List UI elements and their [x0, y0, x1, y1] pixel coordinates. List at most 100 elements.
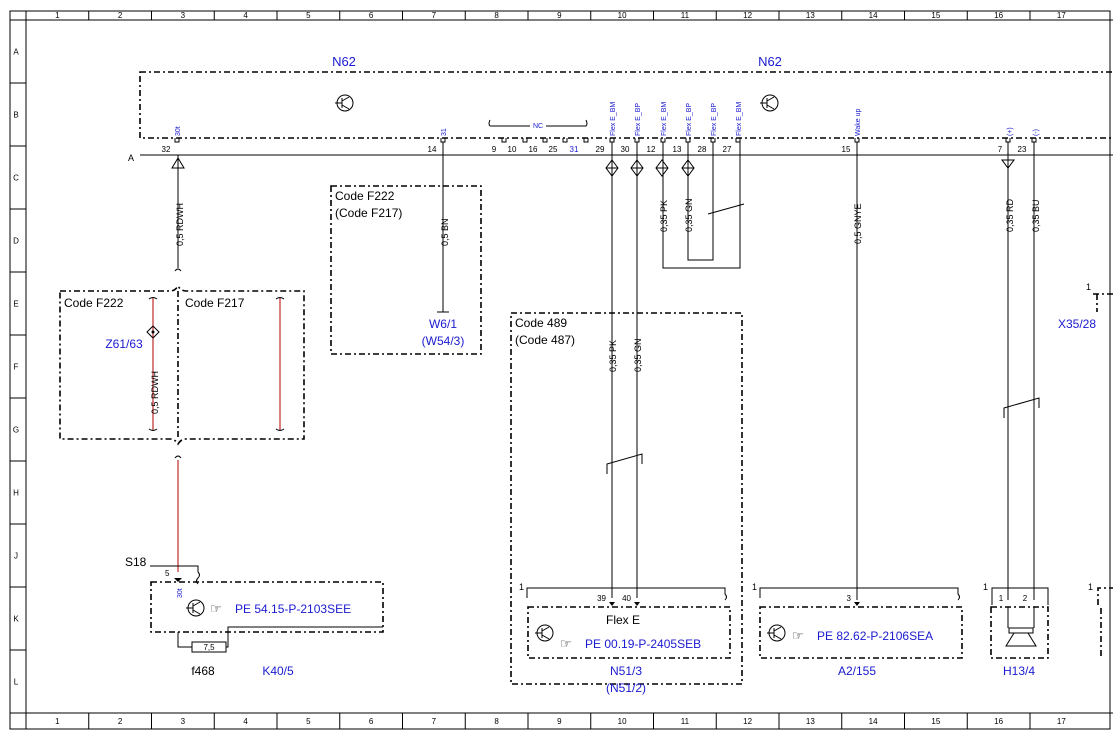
pin-number: 10 — [508, 145, 517, 154]
twisted-pair-icon — [1003, 397, 1040, 418]
grid-column-label: 5 — [306, 11, 311, 20]
connector-label: A — [128, 153, 134, 163]
pin-number: 1 — [519, 582, 524, 592]
grid-column-label: 12 — [743, 11, 752, 20]
grid-row-label: J — [14, 552, 18, 561]
pin-number: 16 — [529, 145, 538, 154]
pin-label: Wake up — [855, 109, 862, 136]
k40-pe-link[interactable]: PE 54.15-P-2103SEE — [235, 602, 351, 616]
pin-number: 31 — [570, 145, 579, 154]
pin-number: 1 — [1086, 282, 1091, 292]
pin-arrow-icon — [854, 602, 860, 606]
flex-e-label: Flex E — [606, 613, 640, 627]
code-group-box — [59, 284, 305, 446]
nc-bracket — [488, 119, 588, 127]
pin-label: Flex E_BM — [661, 102, 668, 136]
transistor-icon — [535, 624, 554, 642]
grid-row-label: L — [14, 678, 19, 687]
code-label: Code F217 — [185, 296, 245, 310]
pin-number: 39 — [597, 594, 606, 603]
wire-label: 0,35 GN — [684, 198, 694, 232]
grid-column-label: 14 — [869, 717, 878, 726]
transistor-icon — [186, 599, 205, 617]
grid-column-label: 10 — [618, 717, 627, 726]
pin-number: 1 — [983, 582, 988, 592]
module-name-left[interactable]: N62 — [332, 54, 356, 69]
module-name-right[interactable]: N62 — [758, 54, 782, 69]
component-h13[interactable]: H13/4 — [1003, 664, 1035, 678]
component-k40[interactable]: K40/5 — [262, 664, 294, 678]
grid-column-label: 3 — [181, 717, 186, 726]
pin-number: 14 — [428, 145, 437, 154]
n51-pe-link[interactable]: PE 00.19-P-2405SEB — [585, 637, 701, 651]
pin-number: 30 — [621, 145, 630, 154]
pin-number: 3 — [847, 594, 852, 603]
pin-number: 15 — [842, 145, 851, 154]
pin-number: 27 — [723, 145, 732, 154]
n51-connector-line — [526, 587, 727, 601]
component-a2[interactable]: A2/155 — [838, 664, 876, 678]
grid-column-label: 15 — [931, 717, 940, 726]
code-label: Code 489 — [515, 316, 567, 330]
wire-label: 0,35 BU — [1031, 199, 1041, 232]
pin-number: 28 — [698, 145, 707, 154]
pointing-hand-icon: ☞ — [792, 628, 804, 643]
pin-label: (-) — [1033, 129, 1040, 136]
grid-column-label: 2 — [118, 717, 123, 726]
wire-label: 0,5 RDWH — [150, 371, 160, 414]
pin-arrow-icon — [174, 578, 182, 582]
pin-arrow-icon — [609, 602, 640, 606]
pin-number: 25 — [549, 145, 558, 154]
component-x35[interactable]: X35/28 — [1058, 317, 1096, 331]
pin-number: 40 — [622, 594, 631, 603]
grid-column-label: 6 — [369, 717, 374, 726]
pin-label: Flex E_BP — [711, 103, 718, 136]
a2-pe-link[interactable]: PE 82.62-P-2106SEA — [817, 629, 933, 643]
pin-label: NC — [533, 123, 543, 130]
component-n51[interactable]: N51/3 — [610, 664, 642, 678]
grid-row-label: K — [13, 615, 19, 624]
grid-column-label: 12 — [743, 717, 752, 726]
code-box-489 — [510, 312, 743, 685]
wire-gn-loop — [687, 142, 714, 261]
grid-row-label: G — [13, 426, 19, 435]
fuse-wires — [177, 626, 383, 648]
pin-label: Flex E_BM — [736, 102, 743, 136]
pin-number: 29 — [596, 145, 605, 154]
grid-row-label: D — [13, 237, 19, 246]
wire-label: 0,35 RD — [1005, 198, 1015, 232]
grid-column-label: 16 — [994, 11, 1003, 20]
pin-label: 31 — [441, 128, 448, 136]
speaker-icon — [1005, 607, 1037, 647]
code-label: Code F222 — [64, 296, 124, 310]
grid-column-label: 17 — [1057, 717, 1066, 726]
wire-label: 0,5 BN — [440, 218, 450, 246]
pin-number: 1 — [1088, 582, 1093, 592]
transistor-icon — [767, 624, 786, 642]
splice-icon — [146, 325, 160, 339]
grid-column-label: 9 — [557, 717, 562, 726]
grid-column-label: 17 — [1057, 11, 1066, 20]
component-s18[interactable]: S18 — [125, 555, 147, 569]
grid-row-label: H — [13, 489, 19, 498]
grid-row-label: A — [13, 48, 19, 57]
grid-column-label: 15 — [931, 11, 940, 20]
pin-label: 30t — [175, 126, 182, 136]
pin-number: 7 — [998, 145, 1003, 154]
grid-column-label: 13 — [806, 717, 815, 726]
grid-column-label: 4 — [243, 717, 248, 726]
grid-column-label: 9 — [557, 11, 562, 20]
wire-label: 0,35 GN — [633, 338, 643, 372]
grid-columns: 1122334455667788991010111112121313141415… — [55, 11, 1066, 729]
fuse-label: 7,5 — [203, 643, 215, 652]
grid-column-label: 16 — [994, 717, 1003, 726]
grid-column-label: 8 — [494, 11, 499, 20]
component-w54[interactable]: (W54/3) — [422, 334, 465, 348]
pin-number: 23 — [1018, 145, 1027, 154]
component-w6[interactable]: W6/1 — [429, 317, 457, 331]
component-n51b[interactable]: (N51/2) — [606, 681, 646, 695]
pin-label: Flex E_BP — [635, 103, 642, 136]
component-z61[interactable]: Z61/63 — [105, 337, 143, 351]
component-f468[interactable]: f468 — [191, 664, 215, 678]
